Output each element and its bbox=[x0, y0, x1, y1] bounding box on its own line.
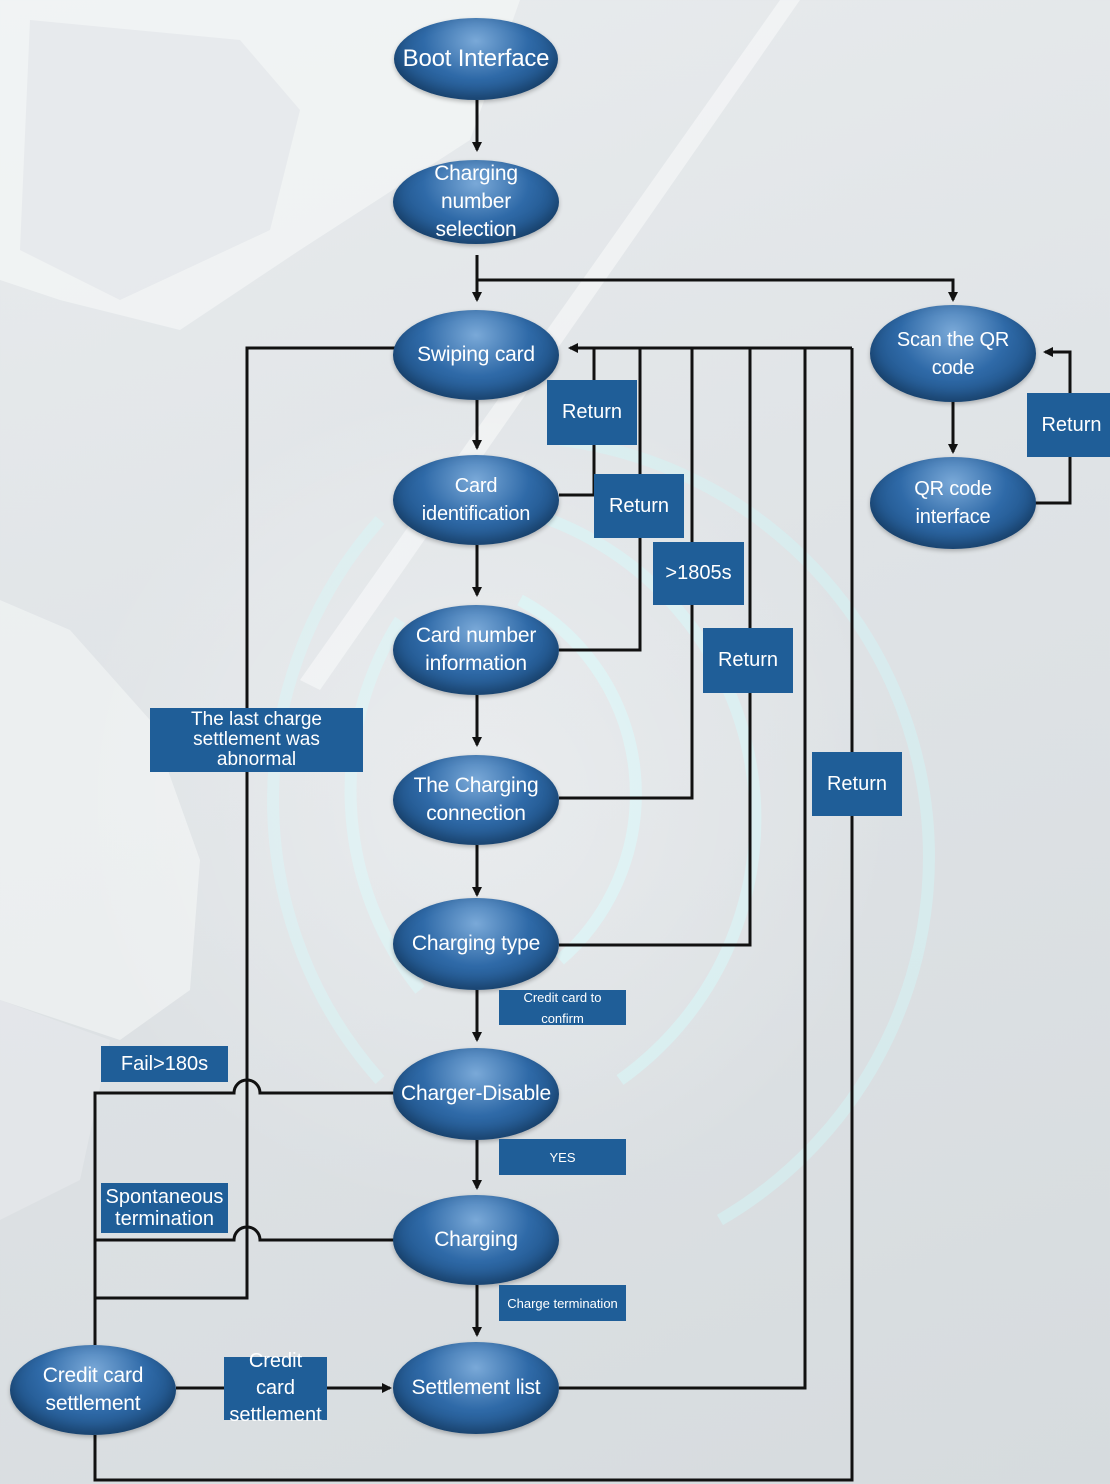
node-qr-code-interface: QR code interface bbox=[870, 457, 1036, 549]
node-card-identification: Card identification bbox=[393, 455, 559, 545]
label-yes: YES bbox=[499, 1139, 626, 1175]
node-credit-card-settlement: Credit card settlement bbox=[10, 1345, 176, 1435]
label-return-charging-type: Return bbox=[703, 628, 793, 693]
node-charger-disable: Charger-Disable bbox=[393, 1048, 559, 1140]
label-spontaneous-termination: Spontaneous termination bbox=[101, 1183, 228, 1233]
node-scan-qr-code: Scan the QR code bbox=[870, 305, 1036, 402]
label-last-charge-abnormal: The last charge settlement was abnormal bbox=[150, 708, 363, 772]
label-timeout-1805s: >1805s bbox=[653, 542, 744, 605]
node-boot-interface: Boot Interface bbox=[394, 18, 558, 100]
node-charging-type: Charging type bbox=[393, 898, 559, 990]
label-return-settlement: Return bbox=[812, 752, 902, 816]
node-settlement-list: Settlement list bbox=[393, 1342, 559, 1434]
label-charge-termination: Charge termination bbox=[499, 1285, 626, 1321]
label-credit-card-settlement-edge: Credit card settlement bbox=[224, 1350, 327, 1426]
node-charging: Charging bbox=[393, 1195, 559, 1285]
node-charging-connection: The Charging connection bbox=[393, 755, 559, 845]
node-card-number-information: Card number information bbox=[393, 605, 559, 695]
node-charging-number-selection: Charging number selection bbox=[393, 160, 559, 244]
label-return-qr: Return bbox=[1027, 393, 1110, 457]
node-swiping-card: Swiping card bbox=[393, 310, 559, 400]
label-fail-180s: Fail>180s bbox=[101, 1046, 228, 1082]
label-return-card-number: Return bbox=[594, 474, 684, 538]
label-credit-card-to-confirm: Credit card to confirm bbox=[499, 990, 626, 1026]
label-return-card-identification: Return bbox=[547, 380, 637, 445]
